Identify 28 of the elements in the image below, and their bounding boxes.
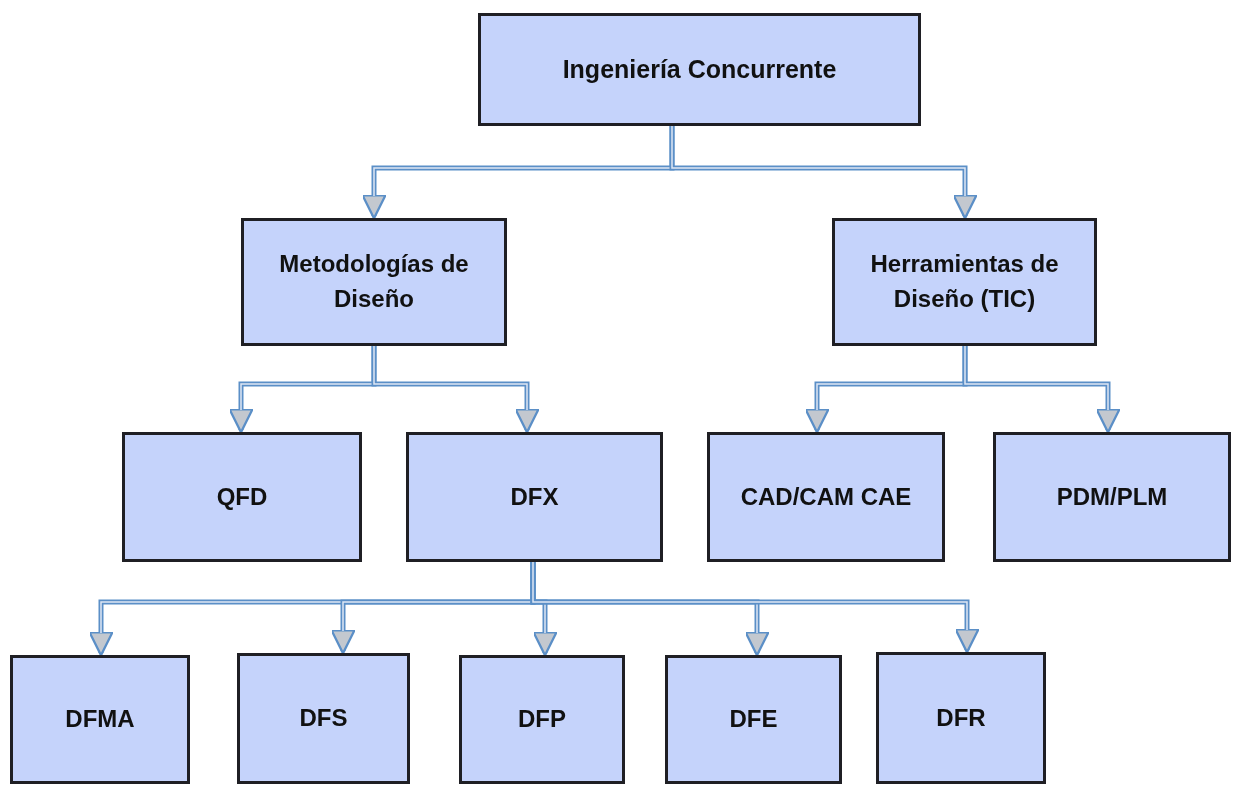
process-box	[406, 432, 663, 562]
box-label: DFMA	[65, 704, 135, 735]
box-label: PDM/PLM	[1056, 481, 1168, 512]
box-label: Herramientas de Diseño (TIC)	[869, 249, 1060, 314]
process-box	[10, 655, 190, 784]
arrow	[962, 345, 1121, 434]
process-box	[832, 218, 1097, 346]
arrow	[530, 561, 980, 654]
arrow	[371, 345, 540, 434]
process-box	[241, 218, 507, 346]
process-box	[459, 655, 625, 784]
box-label: DFX	[510, 481, 559, 512]
box-label: DFP	[518, 704, 566, 735]
box-label: QFD	[216, 481, 268, 512]
box-label: Ingeniería Concurrente	[562, 54, 837, 86]
box-label: Metodologías de Diseño	[278, 249, 470, 314]
process-box	[707, 432, 945, 562]
arrow	[669, 125, 978, 220]
process-box	[237, 653, 410, 784]
process-box	[122, 432, 362, 562]
process-box	[876, 652, 1046, 784]
process-box	[478, 13, 921, 126]
box-label: DFE	[729, 704, 778, 735]
box-label: CAD/CAM CAE	[740, 481, 912, 512]
process-box	[665, 655, 842, 784]
box-label: DFS	[299, 703, 348, 734]
box-label: DFR	[936, 702, 986, 733]
process-box	[993, 432, 1231, 562]
